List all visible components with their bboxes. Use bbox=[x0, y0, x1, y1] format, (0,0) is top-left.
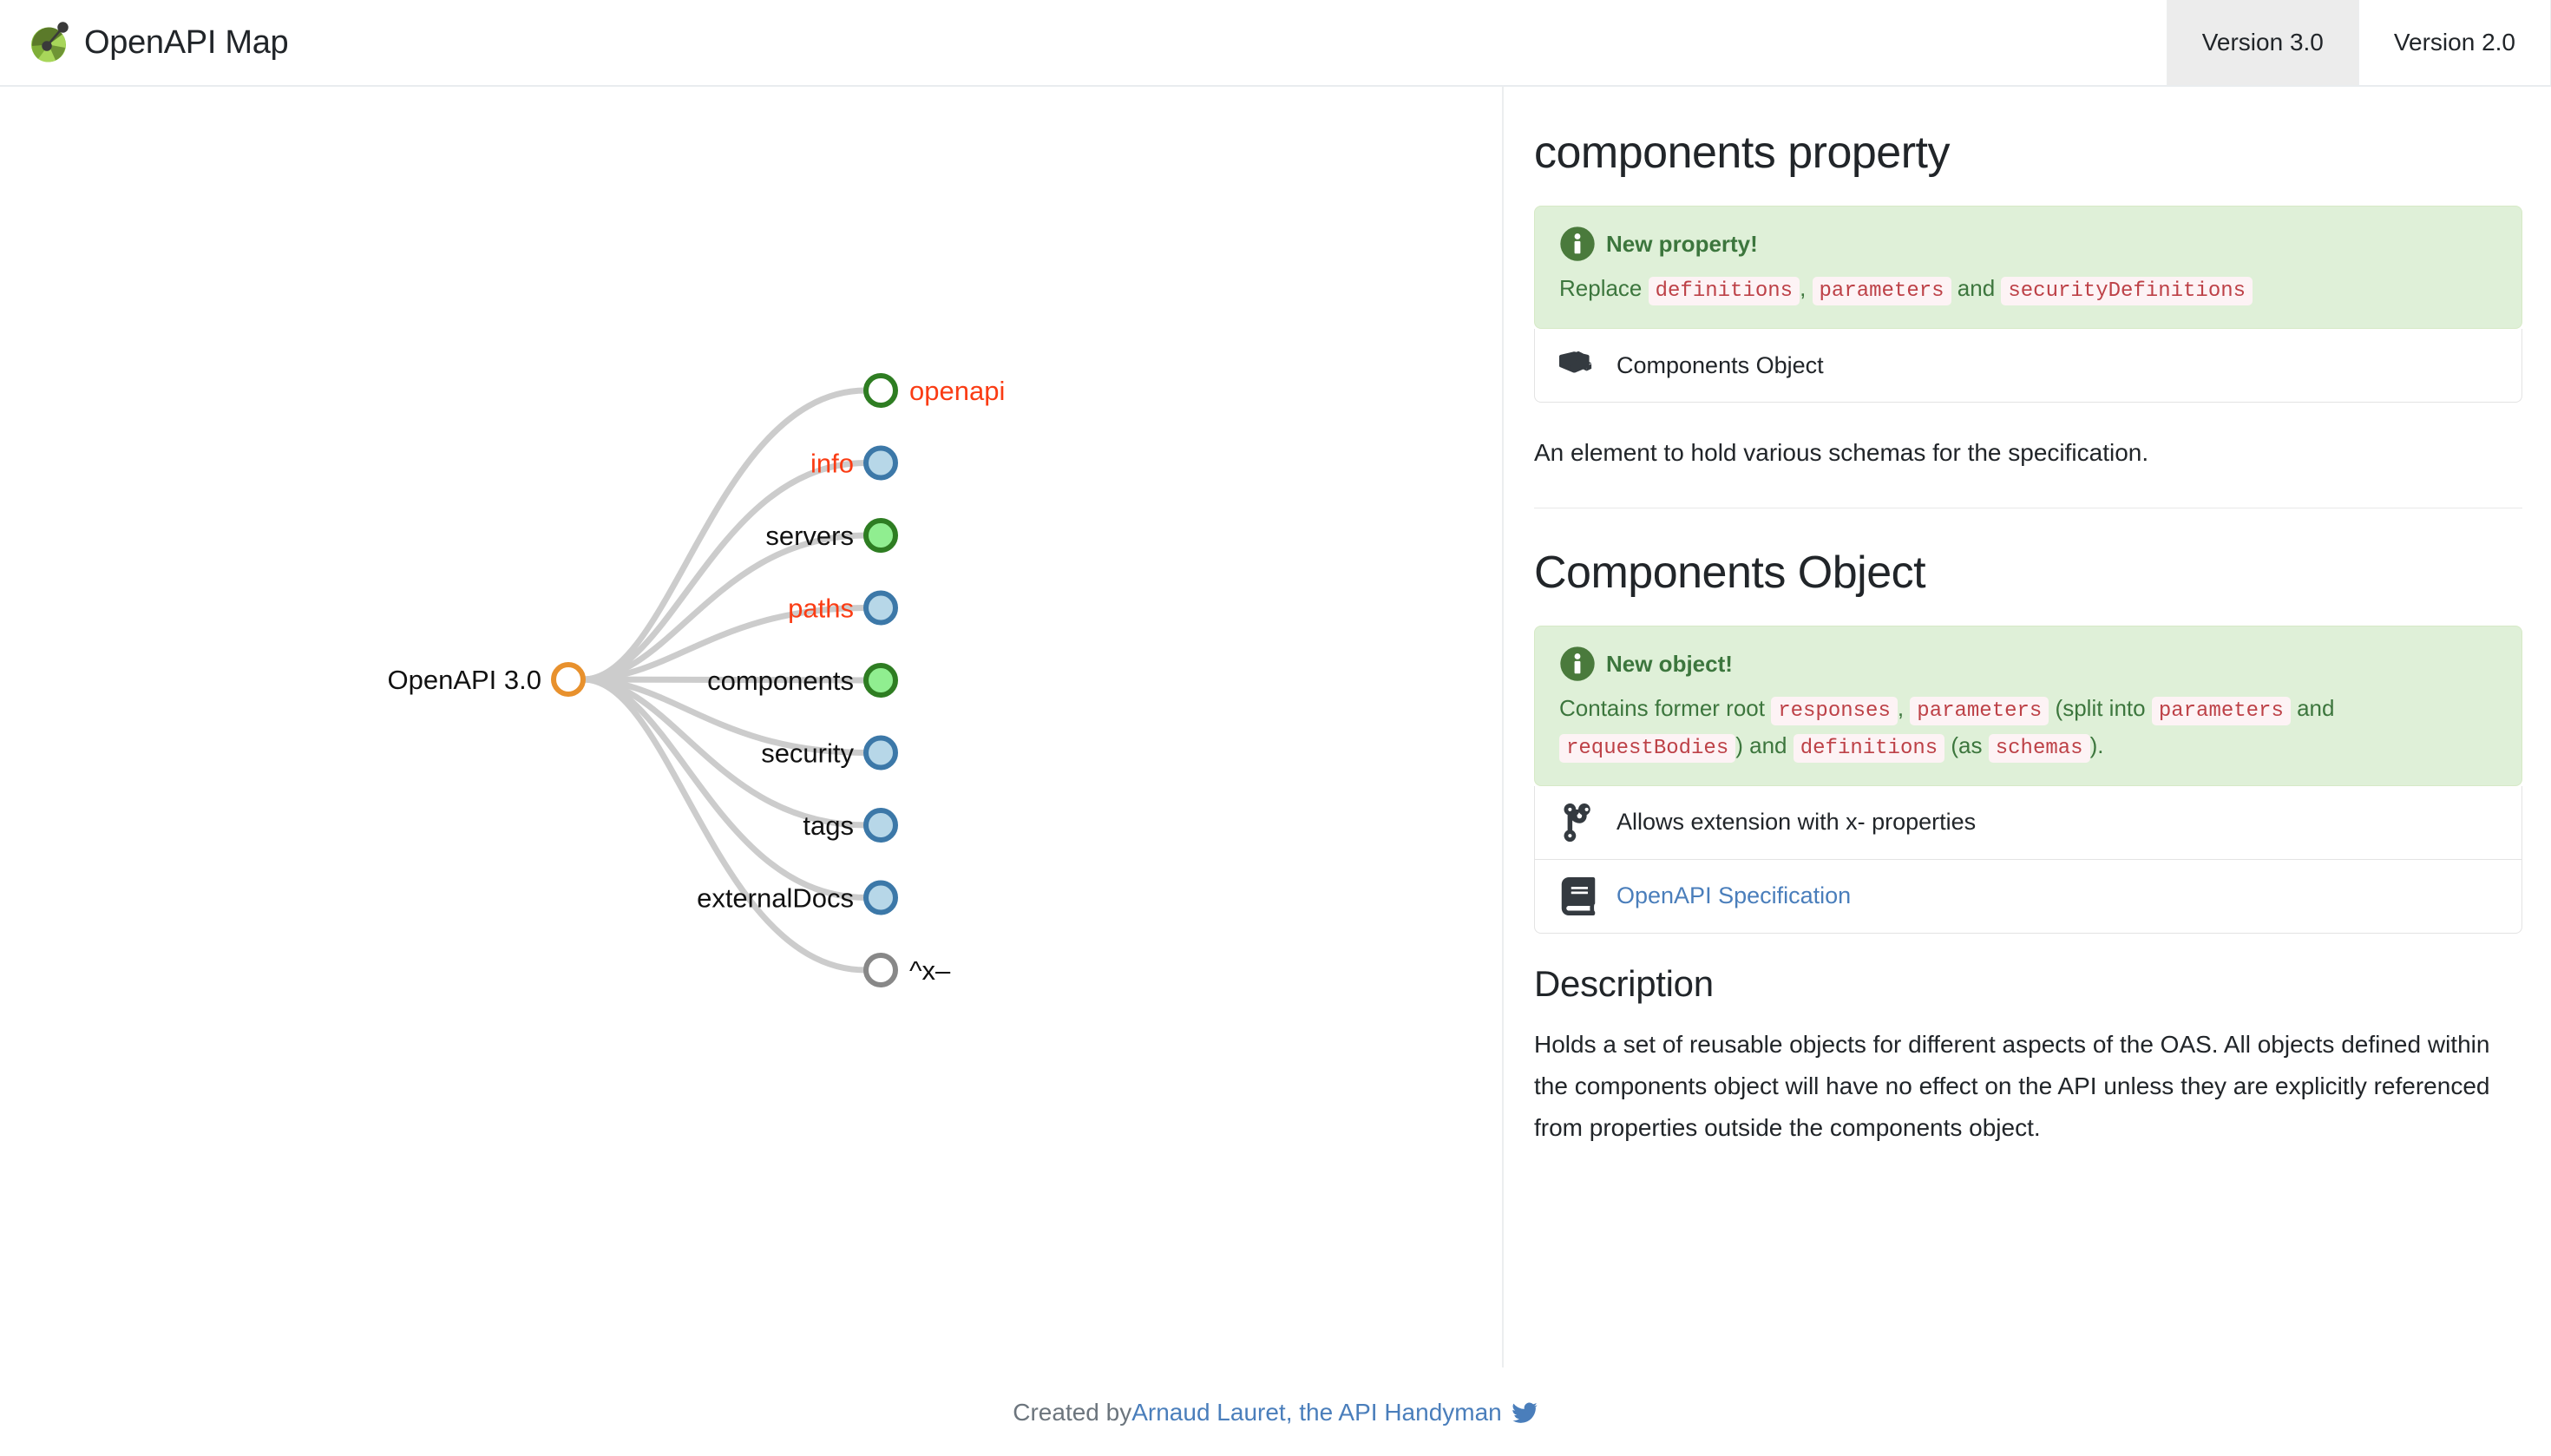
openapi-tree-graph[interactable]: openapi info servers paths components securit… bbox=[0, 87, 1502, 1366]
twitter-bird-icon[interactable] bbox=[1512, 1400, 1538, 1426]
root-node-circle bbox=[551, 662, 586, 697]
openapi-map-logo-icon bbox=[31, 22, 69, 62]
alert-heading: New object! bbox=[1606, 651, 1733, 678]
code-schemas: schemas bbox=[1988, 733, 2090, 763]
graph-node-info[interactable]: info bbox=[810, 445, 898, 481]
openapi-specification-link[interactable]: OpenAPI Specification bbox=[1617, 882, 1852, 909]
footer-author-link[interactable]: Arnaud Lauret, the API Handyman bbox=[1131, 1399, 1502, 1426]
graph-link bbox=[580, 676, 869, 974]
alert-sep-2: and bbox=[1951, 275, 2002, 302]
alert-prefix: Replace bbox=[1559, 275, 1649, 302]
version-tabs: Version 3.0 Version 2.0 bbox=[2166, 0, 2551, 85]
node-circle bbox=[863, 445, 898, 481]
code-branch-icon bbox=[1564, 803, 1590, 842]
obj-alert-t1: , bbox=[1897, 695, 1911, 722]
node-circle bbox=[863, 590, 898, 626]
graph-link bbox=[580, 605, 869, 683]
obj-alert-t0: Contains former root bbox=[1559, 695, 1772, 722]
footer-prefix: Created by bbox=[1013, 1399, 1132, 1426]
brand: OpenAPI Map bbox=[0, 0, 289, 85]
app-header: OpenAPI Map Version 3.0 Version 2.0 bbox=[0, 0, 2551, 87]
info-circle-icon bbox=[1560, 646, 1595, 682]
description-text: Holds a set of reusable objects for diff… bbox=[1534, 1030, 2490, 1142]
graph-links bbox=[580, 387, 869, 974]
graph-nodes: openapi info servers paths components securit… bbox=[387, 373, 1005, 987]
page-title: components property bbox=[1534, 128, 1951, 178]
node-circle bbox=[863, 953, 898, 987]
graph-node-components[interactable]: components bbox=[707, 663, 898, 698]
graph-node-servers[interactable]: servers bbox=[765, 518, 898, 553]
code-parameters-split: parameters bbox=[2151, 697, 2291, 726]
graph-node-openapi[interactable]: openapi bbox=[863, 373, 1005, 408]
map-panel[interactable]: openapi info servers paths components securit… bbox=[0, 87, 1504, 1367]
node-circle bbox=[863, 663, 898, 698]
list-item-components-object[interactable]: Components Object bbox=[1534, 329, 2522, 403]
graph-node-externaldocs[interactable]: externalDocs bbox=[697, 880, 898, 915]
cubes-icon bbox=[1559, 351, 1592, 373]
tab-version-2-0[interactable]: Version 2.0 bbox=[2358, 0, 2551, 85]
book-icon bbox=[1561, 876, 1596, 915]
list-item-label: Components Object bbox=[1617, 351, 1824, 378]
node-label: info bbox=[810, 449, 854, 479]
new-object-alert: New object! Contains former root respons… bbox=[1534, 626, 2522, 786]
object-title: Components Object bbox=[1534, 548, 1926, 599]
detail-panel: components property New property! Replac… bbox=[1505, 87, 2551, 1367]
new-property-alert: New property! Replace definitions, param… bbox=[1534, 206, 2522, 330]
graph-node-tags[interactable]: tags bbox=[803, 808, 898, 843]
obj-alert-t2: (split into bbox=[2049, 695, 2152, 722]
node-circle bbox=[863, 373, 898, 408]
root-node-label: OpenAPI 3.0 bbox=[387, 665, 541, 695]
code-securitydefinitions: securityDefinitions bbox=[2001, 277, 2253, 306]
node-label: servers bbox=[765, 521, 854, 551]
graph-node-root[interactable]: OpenAPI 3.0 bbox=[387, 662, 586, 697]
tab-version-3-0[interactable]: Version 3.0 bbox=[2166, 0, 2358, 85]
graph-link bbox=[580, 460, 869, 683]
code-parameters: parameters bbox=[1812, 277, 1951, 306]
node-label: tags bbox=[803, 810, 854, 841]
obj-alert-t3: and bbox=[2290, 695, 2335, 722]
graph-node-paths[interactable]: paths bbox=[788, 590, 898, 626]
alert-body: Replace definitions, parameters and secu… bbox=[1559, 271, 2497, 307]
list-item-label: Allows extension with x- properties bbox=[1617, 809, 1977, 836]
graph-link bbox=[580, 532, 869, 683]
alert-body: Contains former root responses, paramete… bbox=[1559, 691, 2497, 764]
graph-node-security[interactable]: security bbox=[761, 735, 898, 771]
list-item-openapi-specification[interactable]: OpenAPI Specification bbox=[1534, 859, 2522, 934]
property-lead-text: An element to hold various schemas for t… bbox=[1534, 439, 2149, 467]
node-circle bbox=[863, 518, 898, 553]
graph-node--x-[interactable]: ^x– bbox=[863, 953, 951, 987]
brand-title: OpenAPI Map bbox=[84, 23, 289, 61]
alert-sep-1: , bbox=[1800, 275, 1813, 302]
alert-heading: New property! bbox=[1606, 231, 1758, 258]
description-title: Description bbox=[1534, 962, 1714, 1004]
graph-link bbox=[580, 676, 869, 829]
code-parameters: parameters bbox=[1910, 697, 2049, 726]
node-label: security bbox=[761, 738, 854, 769]
node-circle bbox=[863, 735, 898, 771]
code-definitions: definitions bbox=[1648, 277, 1800, 306]
property-object-list: Components Object bbox=[1534, 329, 2522, 403]
graph-link bbox=[580, 676, 869, 684]
code-requestbodies: requestBodies bbox=[1559, 733, 1736, 763]
node-label: externalDocs bbox=[697, 883, 854, 914]
list-item-allows-extension[interactable]: Allows extension with x- properties bbox=[1534, 785, 2522, 860]
node-label: ^x– bbox=[909, 955, 951, 986]
node-label: paths bbox=[788, 594, 854, 624]
obj-alert-t6: ). bbox=[2089, 731, 2104, 758]
obj-alert-t4: ) and bbox=[1735, 731, 1794, 758]
info-circle-icon bbox=[1560, 226, 1595, 261]
node-circle bbox=[863, 808, 898, 843]
node-label: openapi bbox=[909, 376, 1005, 406]
graph-link bbox=[580, 676, 869, 756]
obj-alert-t5: (as bbox=[1944, 731, 1989, 758]
graph-link bbox=[580, 387, 869, 683]
node-label: components bbox=[707, 666, 854, 696]
object-feature-list: Allows extension with x- properties Open… bbox=[1534, 785, 2522, 934]
node-circle bbox=[863, 880, 898, 915]
code-definitions: definitions bbox=[1793, 733, 1945, 763]
footer: Created by Arnaud Lauret, the API Handym… bbox=[0, 1369, 2551, 1456]
code-responses: responses bbox=[1771, 697, 1898, 726]
